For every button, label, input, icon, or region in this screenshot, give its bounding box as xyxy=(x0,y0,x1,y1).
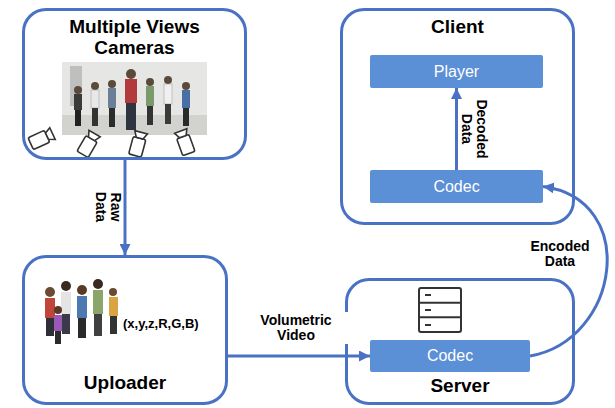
flow-arrow xyxy=(530,187,607,357)
edge-label: Raw Data xyxy=(92,185,124,229)
box-label: Codec xyxy=(370,340,530,372)
player-box: Player xyxy=(370,55,543,88)
camera-icons xyxy=(28,128,195,158)
box-title: Server xyxy=(348,375,572,396)
data-format-label: (x,y,z,R,G,B) xyxy=(123,316,223,331)
codec-box: Codec xyxy=(370,170,543,203)
point-cloud-people xyxy=(45,279,118,344)
codec-box: Codec xyxy=(370,340,530,372)
box-title: Uploader xyxy=(25,372,225,393)
server-box: Server Codec xyxy=(345,278,575,405)
server-icon xyxy=(419,288,461,332)
box-label: Player xyxy=(370,55,543,88)
client-box: ClientPlayerCodec xyxy=(340,8,575,225)
box-label: Codec xyxy=(370,170,543,203)
edge-label: Decoded Data xyxy=(458,92,490,166)
camera-box: Multiple Views Cameras xyxy=(22,8,247,160)
box-title: Multiple Views Cameras xyxy=(54,16,215,58)
edge-label: Volumetric Video xyxy=(244,312,348,344)
uploader-box: (x,y,z,R,G,B) Uploader xyxy=(22,255,228,405)
flow-arrow xyxy=(455,88,458,170)
box-title: Client xyxy=(343,16,572,37)
flow-arrow xyxy=(228,355,370,358)
edge-label: Encoded Data xyxy=(522,238,598,270)
camera-photo xyxy=(62,62,207,135)
